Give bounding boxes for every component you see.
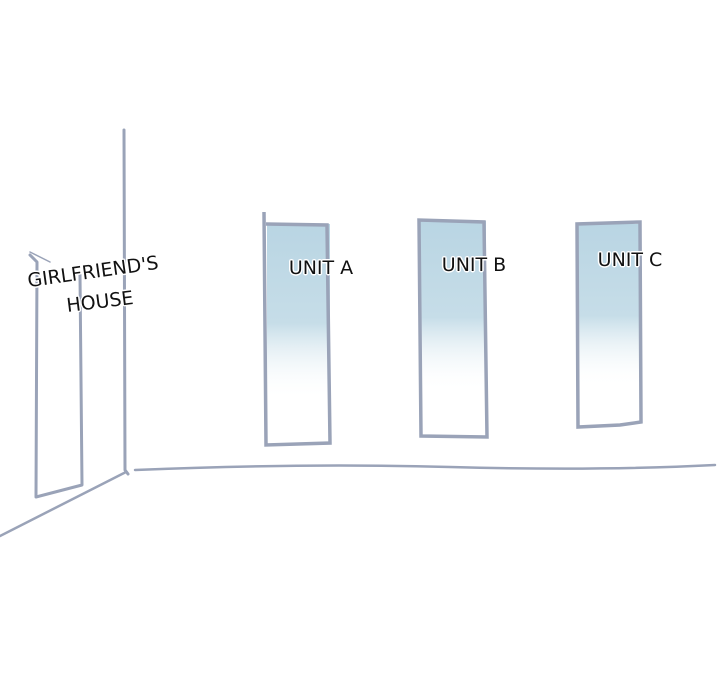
window-unit-b [417, 218, 489, 439]
unit-c-label: UNIT C [597, 249, 663, 271]
door-outline [28, 253, 84, 499]
unit-b-label: UNIT B [441, 254, 507, 276]
floor-diagonal [0, 470, 128, 538]
window-unit-a [262, 211, 332, 447]
door-top-line [29, 251, 51, 263]
floor-line [133, 463, 717, 472]
unit-a-label: UNIT A [288, 257, 354, 279]
window-unit-c [575, 220, 643, 429]
